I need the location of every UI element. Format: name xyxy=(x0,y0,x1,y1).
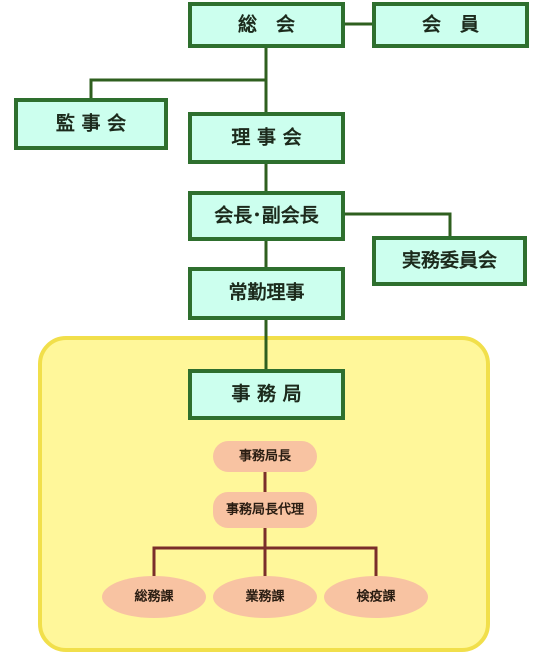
secretariat-head-label: 事務局長 xyxy=(239,448,292,464)
auditors-label: 監 事 会 xyxy=(56,112,126,135)
division-quarantine: 検疫課 xyxy=(324,576,428,618)
executive-director-label: 常勤理事 xyxy=(228,281,304,304)
division-business-affairs: 業務課 xyxy=(213,576,317,618)
practical-committee-label: 実務委員会 xyxy=(402,249,497,272)
division-business-affairs-label: 業務課 xyxy=(244,589,285,605)
division-general-affairs: 総務課 xyxy=(102,576,206,618)
secretariat-label: 事 務 局 xyxy=(231,382,301,405)
box-board: 理 事 会 xyxy=(188,112,345,164)
node-secretariat-deputy: 事務局長代理 xyxy=(213,492,317,528)
secretariat-connectors xyxy=(152,470,378,578)
node-secretariat-head: 事務局長 xyxy=(213,441,317,472)
division-quarantine-label: 検疫課 xyxy=(356,589,396,605)
box-members: 会 員 xyxy=(372,2,529,48)
division-general-affairs-label: 総務課 xyxy=(134,589,174,605)
members-label: 会 員 xyxy=(422,13,479,36)
main-connectors xyxy=(89,22,452,373)
box-secretariat: 事 務 局 xyxy=(188,369,345,420)
chair-label: 会長･副会長 xyxy=(214,204,320,227)
board-label: 理 事 会 xyxy=(231,126,301,149)
box-chair: 会長･副会長 xyxy=(188,191,345,241)
box-practical-committee: 実務委員会 xyxy=(372,236,527,286)
box-general-assembly: 総 会 xyxy=(188,2,345,48)
box-auditors: 監 事 会 xyxy=(14,98,168,150)
secretariat-deputy-label: 事務局長代理 xyxy=(226,502,304,518)
box-executive-director: 常勤理事 xyxy=(188,267,345,320)
general-assembly-label: 総 会 xyxy=(238,13,295,36)
